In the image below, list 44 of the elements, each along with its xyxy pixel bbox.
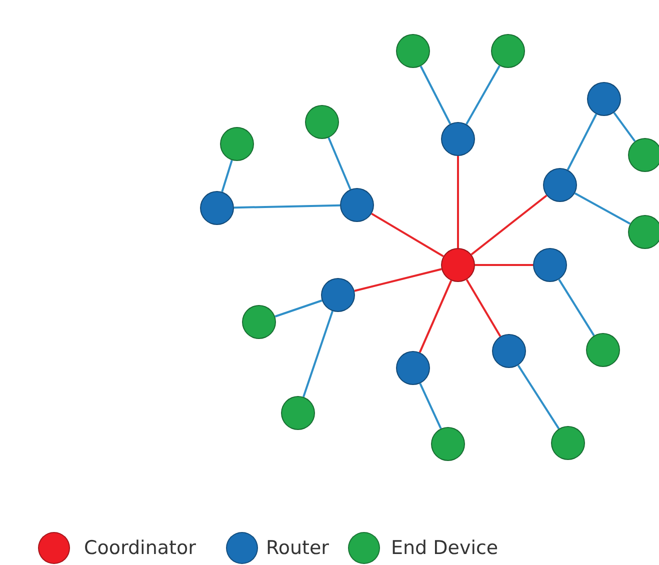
router-node [200, 191, 234, 225]
end-device-node [628, 138, 659, 172]
connection-line [517, 364, 560, 430]
router-node [543, 168, 577, 202]
legend-label: Router [266, 537, 329, 559]
end-device-node [551, 426, 585, 460]
connection-line [274, 300, 322, 318]
connection-line [457, 156, 459, 248]
connection-line [418, 280, 452, 353]
router-node [533, 248, 567, 282]
connection-line [566, 114, 598, 170]
connection-line [558, 278, 595, 336]
end-device-node [491, 34, 525, 68]
legend-label: End Device [391, 537, 498, 559]
router-node [587, 82, 621, 116]
connection-line [234, 204, 340, 209]
connection-line [302, 310, 334, 398]
coordinator-node [441, 248, 475, 282]
connection-line [419, 383, 442, 429]
router-node [396, 351, 430, 385]
connection-line [328, 137, 352, 190]
connection-line [466, 65, 500, 125]
router-node [340, 188, 374, 222]
end-device-node [396, 34, 430, 68]
connection-line [371, 212, 444, 258]
connection-line [354, 268, 442, 292]
connection-line [574, 192, 631, 225]
end-device-node [628, 215, 659, 249]
router-node [441, 122, 475, 156]
router-node [321, 278, 355, 312]
end-device-node [220, 127, 254, 161]
end-device-node [305, 105, 339, 139]
connection-line [475, 264, 533, 266]
connection-line [470, 194, 548, 256]
end-device-node [242, 305, 276, 339]
connection-line [613, 112, 636, 142]
end-device-node [586, 333, 620, 367]
end-device-node [431, 427, 465, 461]
end-device-node [281, 396, 315, 430]
connection-line [420, 66, 452, 124]
connection-line [466, 279, 502, 337]
router-node [492, 334, 526, 368]
connection-line [221, 160, 233, 192]
legend-label: Coordinator [84, 537, 196, 559]
